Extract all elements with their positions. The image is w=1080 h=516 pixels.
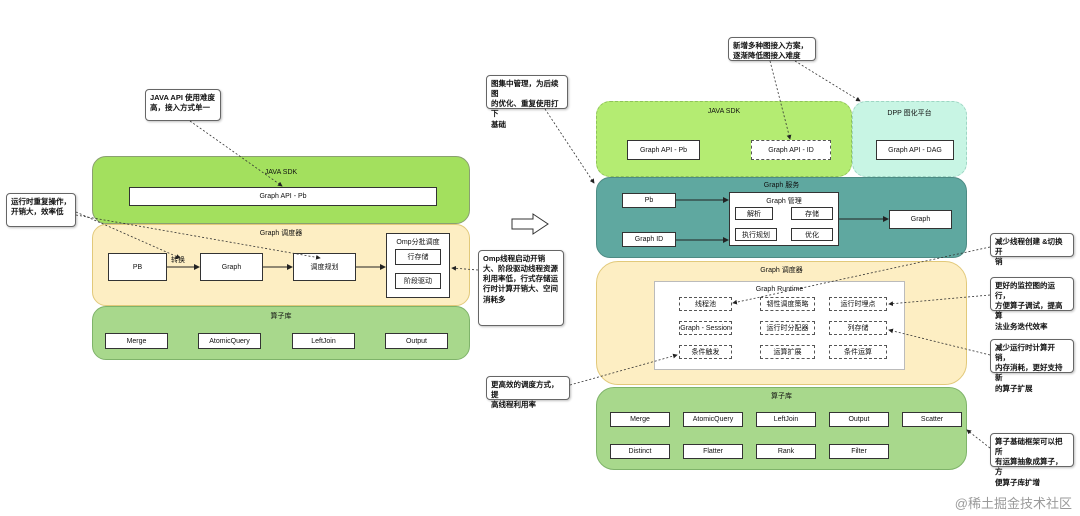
right-java-sdk-title: JAVA SDK — [707, 108, 741, 115]
right-rt-allocator[interactable]: 运行时分配器 — [760, 321, 815, 335]
left-stage-drive-box[interactable]: 阶段驱动 — [395, 273, 441, 289]
left-op-merge[interactable]: Merge — [105, 333, 168, 349]
right-service-graph-box[interactable]: Graph — [889, 210, 952, 229]
right-rt-thread-pool[interactable]: 线程池 — [679, 297, 732, 311]
right-callout-monitoring: 更好的监控图的运行， 方便算子调试，提高算 法业务迭代效率 — [990, 277, 1074, 331]
right-op-flatter[interactable]: Flatter — [683, 444, 743, 459]
left-op-output[interactable]: Output — [385, 333, 448, 349]
right-service-title: Graph 服务 — [763, 182, 800, 189]
right-graph-id-box[interactable]: Graph ID — [622, 232, 676, 247]
left-pb-box[interactable]: PB — [108, 253, 167, 281]
right-callout-new-access: 新增多种图接入方案， 逐渐降低图接入难度 — [728, 37, 816, 61]
right-callout-efficient-sched: 更高效的调度方式，提 高线程利用率 — [486, 376, 570, 409]
left-callout-omp: Omp线程启动开销 大、阶段驱动线程资源 利用率低，行式存储运 行时计算开销大、… — [478, 250, 564, 326]
right-callout-runtime-cost: 减少运行时计算开销， 内存消耗，更好支持新 的算子扩展 — [990, 339, 1074, 393]
left-plan-box[interactable]: 调度规划 — [293, 253, 356, 281]
left-graph-api-pb[interactable]: Graph API - Pb — [129, 187, 437, 206]
left-callout-runtime-repeat: 运行时重复操作， 开销大，效率低 — [6, 193, 76, 227]
left-graph-box[interactable]: Graph — [200, 253, 263, 281]
right-callout-reduce-thread: 减少线程创建 &切换 开 销 — [990, 233, 1074, 266]
right-op-rank[interactable]: Rank — [756, 444, 816, 459]
right-mgmt-store[interactable]: 存储 — [791, 207, 833, 220]
right-rt-cond-trigger[interactable]: 条件触发 — [679, 345, 732, 359]
right-pb-box[interactable]: Pb — [622, 193, 676, 208]
right-graph-api-pb[interactable]: Graph API - Pb — [627, 140, 700, 160]
left-row-store-box[interactable]: 行存储 — [395, 249, 441, 265]
left-omp-title: Omp分批调度 — [396, 239, 440, 246]
right-java-sdk-panel: JAVA SDK — [596, 101, 852, 177]
right-rt-tracking[interactable]: 运行时埋点 — [829, 297, 887, 311]
right-rt-op-extend[interactable]: 运算扩展 — [760, 345, 815, 359]
right-mgmt-optimize[interactable]: 优化 — [791, 228, 833, 241]
left-op-atomicquery[interactable]: AtomicQuery — [198, 333, 261, 349]
right-graph-api-id[interactable]: Graph API - ID — [751, 140, 831, 160]
left-callout-java-api: JAVA API 使用难度 高，接入方式单一 — [145, 89, 221, 121]
right-op-filter[interactable]: Filter — [829, 444, 889, 459]
right-graph-api-dag[interactable]: Graph API - DAG — [876, 140, 954, 160]
right-dpp-title: DPP 图化平台 — [887, 110, 932, 117]
right-op-merge[interactable]: Merge — [610, 412, 670, 427]
right-dpp-panel: DPP 图化平台 — [852, 101, 967, 177]
right-rt-resilient-sched[interactable]: 韧性调度策略 — [760, 297, 815, 311]
right-op-leftjoin[interactable]: LeftJoin — [756, 412, 816, 427]
left-convert-label: 转换 — [171, 257, 185, 264]
right-operators-title: 算子库 — [771, 393, 792, 400]
right-mgmt-exec-plan[interactable]: 执行规划 — [735, 228, 777, 241]
right-callout-operator-framework: 算子基础框架可以把所 有运算抽象成算子，方 便算子库扩增 — [990, 433, 1074, 487]
right-rt-cond-op[interactable]: 条件运算 — [829, 345, 887, 359]
left-scheduler-title: Graph 调度器 — [259, 230, 303, 237]
right-rt-session[interactable]: Graph - Session — [679, 321, 732, 335]
right-runtime-title: Graph Runtime — [755, 286, 804, 293]
right-mgmt-title: Graph 管理 — [766, 198, 802, 205]
right-mgmt-parse[interactable]: 解析 — [735, 207, 773, 220]
left-op-leftjoin[interactable]: LeftJoin — [292, 333, 355, 349]
right-scheduler-title: Graph 调度器 — [760, 267, 803, 274]
right-rt-column-store[interactable]: 列存储 — [829, 321, 887, 335]
right-op-scatter[interactable]: Scatter — [902, 412, 962, 427]
right-op-atomicquery[interactable]: AtomicQuery — [683, 412, 743, 427]
right-op-output[interactable]: Output — [829, 412, 889, 427]
watermark: @稀土掘金技术社区 — [954, 496, 1072, 511]
right-callout-centralized: 图集中管理，为后续图 的优化、重复使用打下 基础 — [486, 75, 568, 129]
right-op-distinct[interactable]: Distinct — [610, 444, 670, 459]
left-java-sdk-title: JAVA SDK — [264, 169, 298, 176]
left-operators-title: 算子库 — [270, 313, 292, 320]
